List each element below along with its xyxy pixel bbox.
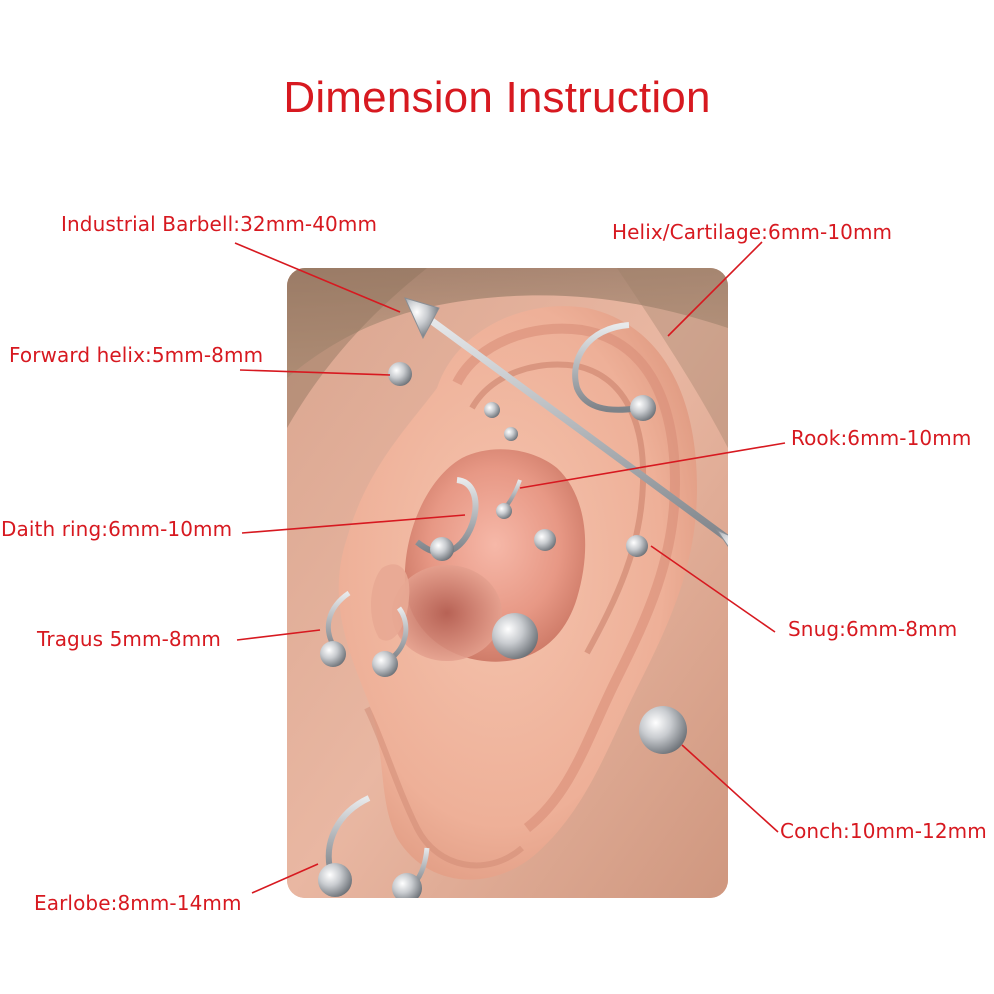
label-forward-helix: Forward helix:5mm-8mm: [9, 343, 264, 367]
page-title: Dimension Instruction: [283, 73, 711, 122]
label-daith-ring: Daith ring:6mm-10mm: [1, 517, 233, 541]
ear-photo: [287, 268, 728, 898]
label-industrial-barbell: Industrial Barbell:32mm-40mm: [61, 212, 378, 236]
label-rook: Rook:6mm-10mm: [791, 426, 972, 450]
label-snug: Snug:6mm-8mm: [788, 617, 958, 641]
label-tragus: Tragus 5mm-8mm: [37, 627, 221, 651]
label-conch: Conch:10mm-12mm: [780, 819, 987, 843]
label-earlobe: Earlobe:8mm-14mm: [34, 891, 242, 915]
label-helix-cartilage: Helix/Cartilage:6mm-10mm: [612, 220, 893, 244]
